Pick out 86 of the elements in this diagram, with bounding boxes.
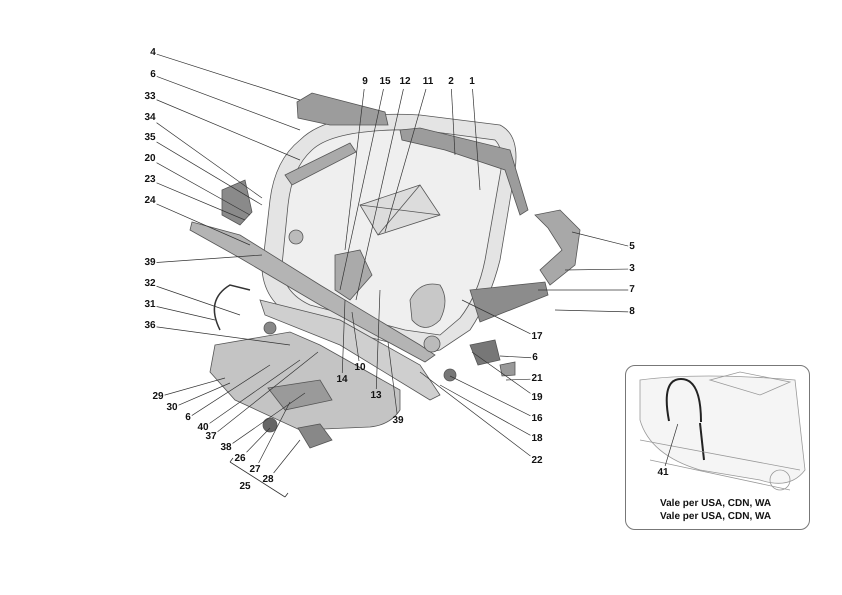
- callout-number: 31: [144, 299, 156, 311]
- callout-number: 36: [144, 320, 156, 332]
- callout-number: 21: [531, 373, 543, 385]
- leader-line: [564, 268, 629, 270]
- leader-line: [572, 232, 629, 246]
- leader-line: [191, 364, 270, 416]
- callout-number: 13: [370, 390, 382, 402]
- callout-number: 24: [144, 195, 156, 207]
- callout-number: 38: [220, 442, 232, 454]
- leader-line: [472, 88, 480, 190]
- callout-number: 39: [144, 257, 156, 269]
- leader-line: [156, 204, 250, 246]
- leader-line: [217, 352, 318, 432]
- leader-line: [451, 88, 456, 156]
- callout-number: 35: [144, 132, 156, 144]
- leader-line: [440, 384, 531, 436]
- callout-number: 3: [629, 263, 635, 275]
- callout-number: 30: [166, 402, 178, 414]
- leader-line: [273, 440, 300, 474]
- callout-number: 15: [379, 76, 391, 88]
- leader-line: [450, 376, 531, 416]
- callout-number: 6: [532, 352, 538, 364]
- callout-number: 19: [531, 392, 543, 404]
- leader-line: [352, 312, 360, 362]
- leader-line: [420, 372, 531, 456]
- leader-line: [156, 122, 262, 198]
- leader-line: [342, 300, 346, 374]
- leader-line: [506, 378, 531, 380]
- callout-number: 41: [657, 467, 669, 479]
- leader-line: [554, 310, 629, 312]
- leader-line: [178, 382, 230, 406]
- leader-line: [258, 402, 290, 464]
- callout-number: 17: [531, 331, 543, 343]
- callout-number: 34: [144, 112, 156, 124]
- inset-frame: [625, 365, 810, 530]
- leader-line: [376, 290, 380, 390]
- callout-number: 32: [144, 278, 156, 290]
- leader-line: [156, 162, 250, 216]
- callout-number: 14: [336, 374, 348, 386]
- leader-line: [156, 306, 216, 320]
- leader-line: [156, 99, 300, 160]
- callout-number: 9: [362, 76, 368, 88]
- leader-line: [209, 360, 300, 424]
- leader-line: [384, 88, 426, 232]
- leader-line: [356, 88, 404, 300]
- callout-number: 26: [234, 453, 246, 465]
- callout-number: 33: [144, 91, 156, 103]
- leader-line: [472, 352, 531, 394]
- callout-number: 25: [239, 482, 251, 492]
- callout-number: 16: [531, 413, 543, 425]
- callout-number: 8: [629, 306, 635, 318]
- leader-line: [664, 424, 678, 466]
- leader-line: [156, 54, 300, 100]
- callout-number: 7: [629, 284, 635, 296]
- callout-number: 37: [205, 431, 217, 443]
- callout-number: 27: [249, 464, 261, 476]
- leader-line: [462, 300, 531, 334]
- callout-number: 18: [531, 433, 543, 445]
- note-text: Vale per USA, CDN, WA: [660, 512, 772, 522]
- callout-number: 39: [392, 415, 404, 427]
- callout-number: 23: [144, 174, 156, 186]
- callout-number: 6: [185, 412, 191, 424]
- callout-number: 4: [150, 47, 156, 59]
- callout-number: 5: [629, 241, 635, 253]
- callout-number: 22: [531, 455, 543, 467]
- leader-line: [156, 142, 262, 206]
- callout-number: 2: [448, 76, 454, 88]
- leader-line: [156, 182, 246, 220]
- leader-line: [164, 378, 226, 396]
- leader-line: [500, 356, 532, 358]
- leader-line: [340, 88, 384, 290]
- leader-line: [156, 326, 290, 346]
- callout-number: 1: [469, 76, 475, 88]
- leader-line: [156, 254, 262, 263]
- leader-line: [246, 428, 270, 453]
- leader-line: [344, 88, 365, 250]
- callout-number: 6: [150, 69, 156, 81]
- callout-number: 20: [144, 153, 156, 165]
- leader-line: [232, 392, 306, 444]
- leader-line: [156, 286, 240, 316]
- callout-number: 12: [399, 76, 411, 88]
- callout-number: 28: [262, 474, 274, 486]
- note-text: Vale per USA, CDN, WA: [660, 499, 772, 509]
- callout-number: 11: [422, 76, 434, 88]
- callout-number: 29: [152, 391, 164, 403]
- leader-line: [156, 76, 300, 130]
